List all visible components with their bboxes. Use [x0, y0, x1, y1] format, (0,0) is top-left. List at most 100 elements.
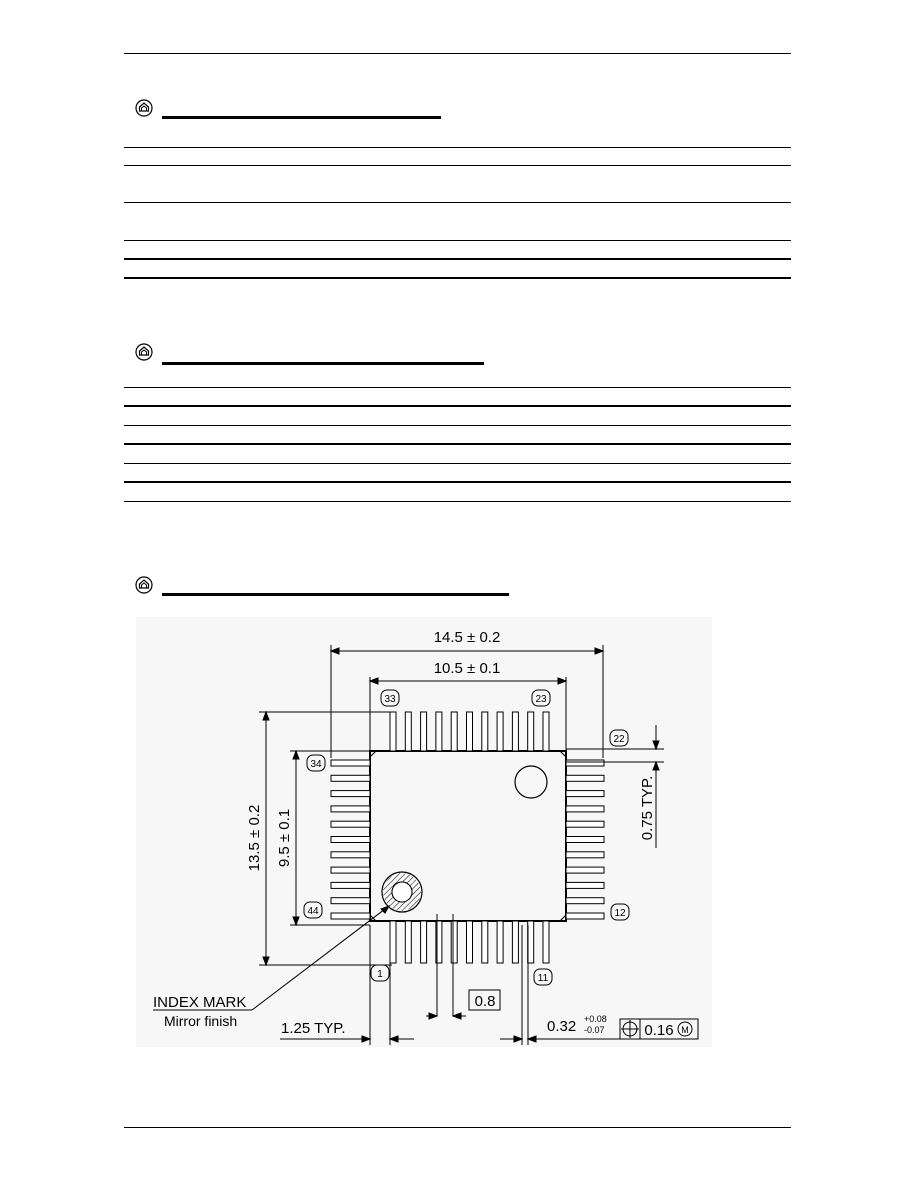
pin-label-frame	[610, 903, 630, 921]
lead-bottom	[481, 920, 489, 964]
lead-right	[565, 759, 605, 767]
section-heading-underline	[162, 362, 484, 365]
pin-label-frame	[370, 964, 390, 982]
lead-bottom	[466, 920, 473, 964]
position-tolerance-label: 0.16	[644, 1022, 673, 1039]
modifier-label: M	[681, 1025, 689, 1035]
body-width-label: 10.5 ± 0.1	[434, 660, 501, 677]
table-rule	[124, 202, 791, 203]
lead-bottom	[389, 920, 397, 964]
pin-number-label: 12	[614, 908, 626, 919]
pin-number-label: 34	[310, 759, 322, 770]
lead-right	[565, 897, 605, 905]
footer-rule	[124, 1127, 791, 1128]
index-finish-label: Mirror finish	[164, 1013, 237, 1029]
pin-number-label: 1	[377, 969, 383, 980]
table-rule	[124, 405, 791, 407]
lead-right	[565, 805, 605, 813]
lead-right	[565, 790, 605, 798]
table-rule	[124, 387, 791, 388]
pitch-box	[468, 989, 501, 1011]
lead-top	[481, 711, 489, 752]
table-rule	[124, 443, 791, 445]
lead-bottom	[435, 920, 443, 964]
lead-bottom	[450, 920, 458, 964]
table-rule	[124, 240, 791, 241]
lead-top	[496, 711, 504, 752]
lead-left	[330, 912, 371, 920]
table-rule	[124, 501, 791, 502]
pin-number-label: 44	[307, 906, 319, 917]
table-rule	[124, 425, 791, 426]
lead-top	[404, 711, 412, 752]
lead-right	[565, 912, 605, 920]
lead-length-label: 0.75 TYP.	[639, 776, 656, 841]
section-bullet-icon	[135, 576, 153, 594]
lead-left	[330, 881, 371, 889]
package-outline-diagram	[136, 617, 712, 1047]
lead-top	[389, 711, 397, 752]
pin-label-frame	[303, 901, 323, 919]
table-rule	[124, 277, 791, 279]
pin-number-label: 22	[613, 734, 625, 745]
overall-height-label: 13.5 ± 0.2	[246, 805, 263, 872]
modifier-circle	[677, 1021, 693, 1037]
pin-label-frame	[533, 968, 553, 986]
lead-width-label: 0.32	[547, 1018, 576, 1035]
lead-right	[565, 881, 605, 889]
lead-top	[527, 711, 535, 752]
lead-bottom	[542, 920, 550, 964]
overall-width-label: 14.5 ± 0.2	[434, 629, 501, 646]
lead-left	[330, 805, 371, 813]
lead-top	[420, 711, 428, 752]
lead-pitch-label: 0.8	[475, 993, 496, 1010]
lead-width-tol-plus: +0.08	[584, 1014, 607, 1024]
lead-left	[330, 790, 371, 798]
body-height-label: 9.5 ± 0.1	[276, 809, 293, 867]
pin-label-frame	[609, 729, 629, 747]
lead-left	[330, 759, 371, 767]
lead-left	[330, 820, 371, 828]
section-heading-underline	[162, 116, 441, 119]
lead-top	[542, 711, 550, 752]
pin-number-label: 33	[384, 694, 396, 705]
lead-bottom	[527, 920, 535, 964]
lead-left	[330, 851, 371, 859]
lead-edge-label: 1.25 TYP.	[281, 1020, 346, 1037]
pin-label-frame	[306, 754, 326, 772]
section-bullet-icon	[135, 99, 153, 117]
ejector-pin-mark	[514, 765, 548, 799]
pin-number-label: 23	[535, 694, 547, 705]
lead-right	[565, 851, 605, 859]
lead-left	[330, 866, 371, 874]
lead-right	[565, 774, 605, 782]
lead-right	[565, 836, 605, 843]
tolerance-frame	[619, 1018, 699, 1040]
lead-bottom	[496, 920, 504, 964]
lead-bottom	[420, 920, 428, 964]
pin-label-frame	[531, 689, 551, 707]
table-rule	[124, 147, 791, 148]
section-heading-underline	[162, 593, 509, 596]
table-rule	[124, 481, 791, 483]
lead-top	[511, 711, 519, 752]
lead-right	[565, 820, 605, 828]
header-rule	[124, 53, 791, 54]
lead-left	[330, 836, 371, 843]
pin-label-frame	[380, 689, 400, 707]
table-rule	[124, 463, 791, 464]
lead-top	[435, 711, 443, 752]
lead-bottom	[404, 920, 412, 964]
section-bullet-icon	[135, 343, 153, 361]
table-rule	[124, 165, 791, 166]
index-mark-label: INDEX MARK	[153, 994, 246, 1011]
lead-width-tol-minus: -0.07	[584, 1025, 605, 1035]
lead-left	[330, 897, 371, 905]
lead-top	[450, 711, 458, 752]
lead-left	[330, 774, 371, 782]
pin-number-label: 11	[538, 973, 549, 984]
lead-right	[565, 866, 605, 874]
index-mark-ring	[381, 871, 423, 913]
table-rule	[124, 258, 791, 260]
